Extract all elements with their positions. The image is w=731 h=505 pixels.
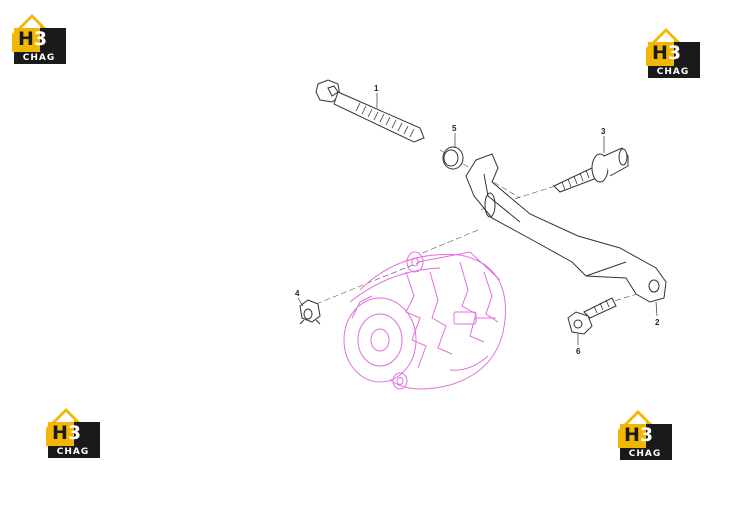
logo-caption: CHAG bbox=[656, 67, 690, 77]
logo-mark: H3 bbox=[18, 28, 48, 50]
callout-2: 2 bbox=[655, 318, 660, 327]
callout-6: 6 bbox=[576, 347, 581, 356]
flange-bolt bbox=[553, 147, 629, 193]
alternator bbox=[343, 251, 506, 390]
bracket bbox=[465, 153, 667, 303]
short-bolt bbox=[567, 297, 617, 335]
logo-top-right: H3 CHAG bbox=[644, 26, 702, 80]
callout-4: 4 bbox=[295, 289, 300, 298]
logo-mark: H3 bbox=[624, 424, 654, 446]
callout-1: 1 bbox=[374, 84, 379, 93]
logo-top-left: H3 CHAG bbox=[10, 12, 68, 66]
logo-house-icon bbox=[646, 28, 700, 78]
nut bbox=[299, 299, 321, 325]
logo-caption: CHAG bbox=[22, 53, 56, 63]
callout-3: 3 bbox=[601, 127, 606, 136]
logo-mark: H3 bbox=[652, 42, 682, 64]
washer bbox=[442, 146, 464, 170]
logo-caption: CHAG bbox=[628, 449, 662, 459]
logo-bottom-right: H3 CHAG bbox=[616, 408, 674, 462]
logo-house-icon bbox=[12, 14, 66, 64]
logo-caption: CHAG bbox=[56, 447, 90, 457]
long-bolt bbox=[315, 79, 425, 143]
leader-lines bbox=[297, 93, 658, 345]
logo-house-icon bbox=[46, 408, 100, 458]
logo-mark: H3 bbox=[52, 422, 82, 444]
callout-5: 5 bbox=[452, 124, 457, 133]
logo-house-icon bbox=[618, 410, 672, 460]
logo-bottom-left: H3 CHAG bbox=[44, 406, 102, 460]
